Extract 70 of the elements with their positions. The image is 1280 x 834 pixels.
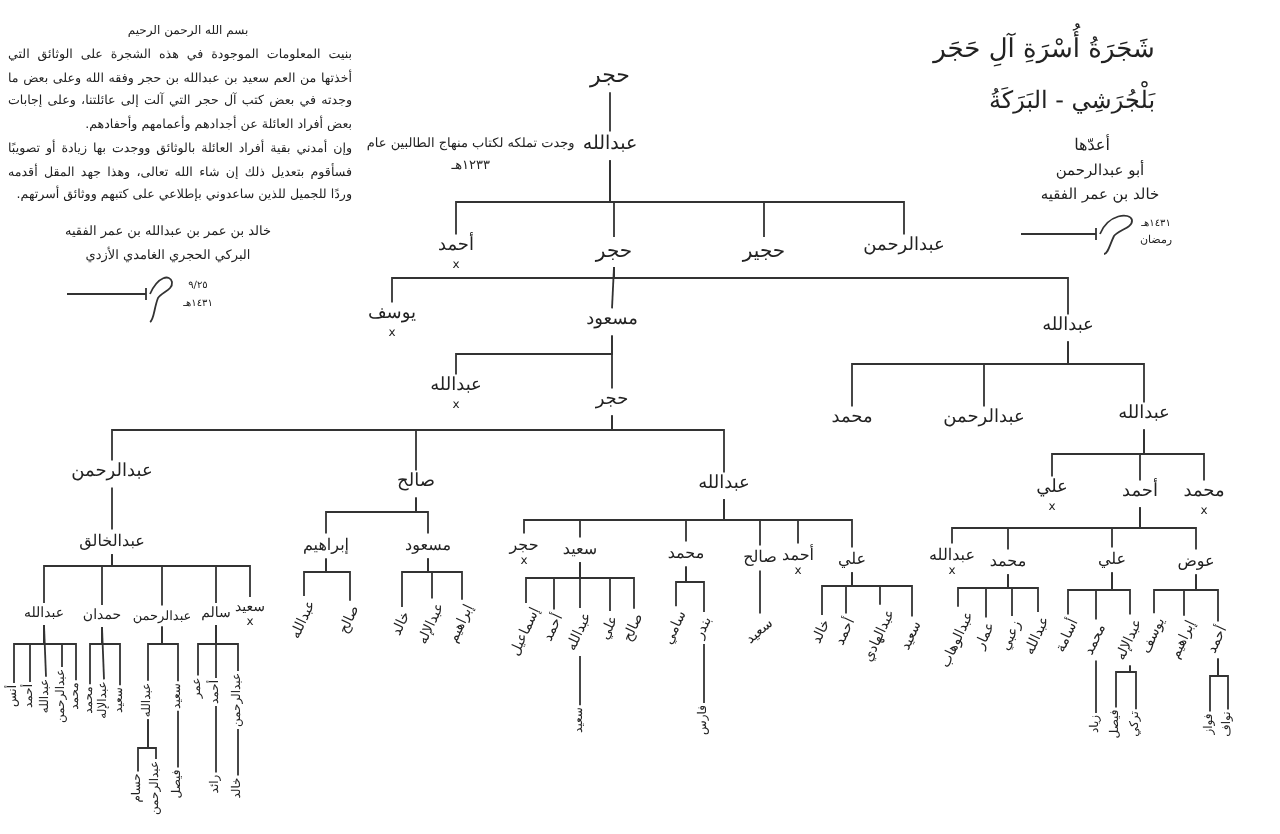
branch-line — [137, 718, 149, 773]
branch-line — [111, 486, 113, 531]
branch-line — [391, 266, 615, 304]
person-name: حجير — [742, 239, 786, 265]
branch-line — [89, 626, 103, 686]
branch-line — [13, 624, 45, 684]
branch-line — [325, 496, 417, 535]
branch-line — [957, 573, 1009, 608]
person-name: علي — [1097, 549, 1127, 571]
branch-line — [1067, 571, 1113, 616]
person-name: عبدالله — [1118, 404, 1170, 428]
branch-line — [401, 557, 429, 608]
branch-line — [237, 728, 239, 777]
branch-line — [147, 625, 163, 682]
title: شَجَرَةُ أُسْرَةِ آلِ حَجَر — [933, 27, 1155, 77]
branch-line — [197, 624, 217, 677]
person-name: علي — [837, 549, 867, 571]
person-name: عبدالله — [698, 474, 750, 498]
person-name: مسعود — [405, 535, 451, 557]
subtitle: بَلْجُرَشِي - البَرَكَةُ — [988, 79, 1156, 118]
branch-line — [703, 643, 705, 704]
branch-line — [1115, 664, 1131, 709]
person-name: عبدالرحمن — [863, 236, 945, 260]
branch-line — [523, 498, 725, 535]
branch-line — [215, 705, 217, 774]
person-name: علي — [1036, 478, 1068, 502]
person-name: محمد — [831, 408, 873, 432]
person-name: حجر — [595, 239, 633, 265]
person-name: عبدالرحمن — [71, 462, 153, 486]
branch-line — [1209, 657, 1219, 713]
branch-line — [951, 506, 1141, 545]
person-name: عبدالله — [1042, 316, 1094, 340]
person-name: عوض — [1177, 551, 1215, 573]
branch-line — [455, 334, 613, 376]
person-name: محمد — [989, 551, 1027, 573]
person-name: حجر — [590, 61, 630, 91]
person-name: محمد — [667, 543, 705, 565]
person-name: عبدالله — [582, 133, 638, 159]
person-name: حجر — [595, 390, 629, 414]
branch-line — [579, 655, 581, 707]
text-line: أعدّها — [1074, 132, 1110, 159]
person-name: صالح — [743, 547, 777, 569]
person-name: عبدالخالق — [79, 531, 145, 553]
person-name: عبدالرحمن — [943, 408, 1025, 432]
person-name: أحمد — [782, 545, 814, 567]
person-name: محمد — [1183, 482, 1225, 506]
branch-line — [43, 553, 113, 604]
person-name: أحمد — [1122, 482, 1158, 506]
branch-line — [851, 340, 1069, 408]
person-name: إبراهيم — [302, 535, 350, 557]
person-name: مسعود — [586, 310, 638, 334]
branch-line — [609, 91, 611, 133]
person-name: أحمد — [438, 236, 474, 260]
person-name: يوسف — [368, 304, 416, 328]
branch-line — [759, 569, 761, 615]
branch-line — [821, 571, 853, 616]
branch-line — [455, 159, 611, 236]
branch-line — [675, 565, 687, 608]
branch-line — [111, 414, 613, 462]
person-name: عبدالله — [929, 545, 975, 567]
branch-line — [525, 561, 581, 604]
branch-line — [1095, 659, 1097, 714]
person-name: صالح — [397, 472, 435, 496]
person-name: سعيد — [562, 539, 598, 561]
branch-line — [303, 557, 327, 597]
branch-line — [1153, 573, 1197, 615]
person-name: عبدالله — [430, 376, 482, 400]
branch-line — [1051, 428, 1145, 478]
person-name: حجر — [509, 535, 539, 557]
branch-line — [177, 709, 179, 769]
